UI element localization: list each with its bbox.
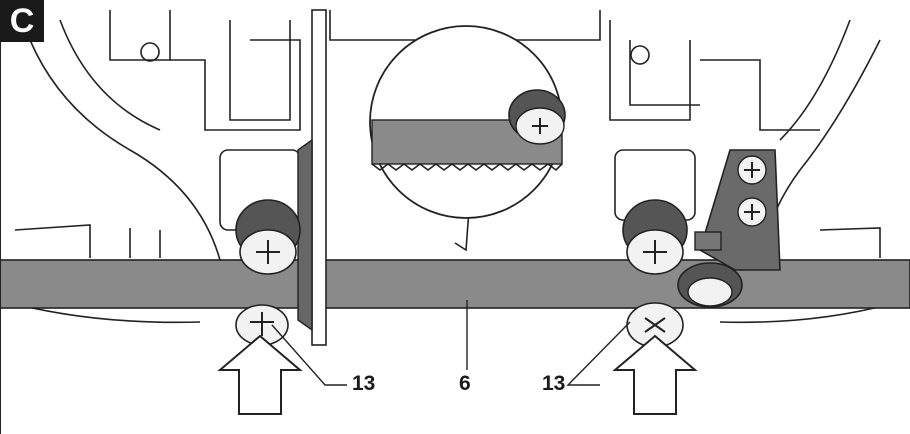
left-adjust-screw xyxy=(235,304,289,346)
callout-right-roller: 13 xyxy=(542,372,566,395)
leader-line-left-13 xyxy=(271,324,347,386)
left-push-arrow xyxy=(217,334,303,415)
right-guide-roller xyxy=(622,199,688,275)
panel-label: C xyxy=(0,0,44,42)
blade-detail-magnifier xyxy=(369,25,566,252)
guide-plate xyxy=(297,9,327,346)
frame-border xyxy=(0,42,1,434)
callout-left-roller: 13 xyxy=(352,372,376,395)
leader-line-right-13 xyxy=(566,321,631,386)
right-push-arrow xyxy=(612,334,698,415)
callout-saw-blade: 6 xyxy=(459,372,471,395)
right-bracket xyxy=(677,149,781,308)
left-guide-roller xyxy=(235,199,301,275)
